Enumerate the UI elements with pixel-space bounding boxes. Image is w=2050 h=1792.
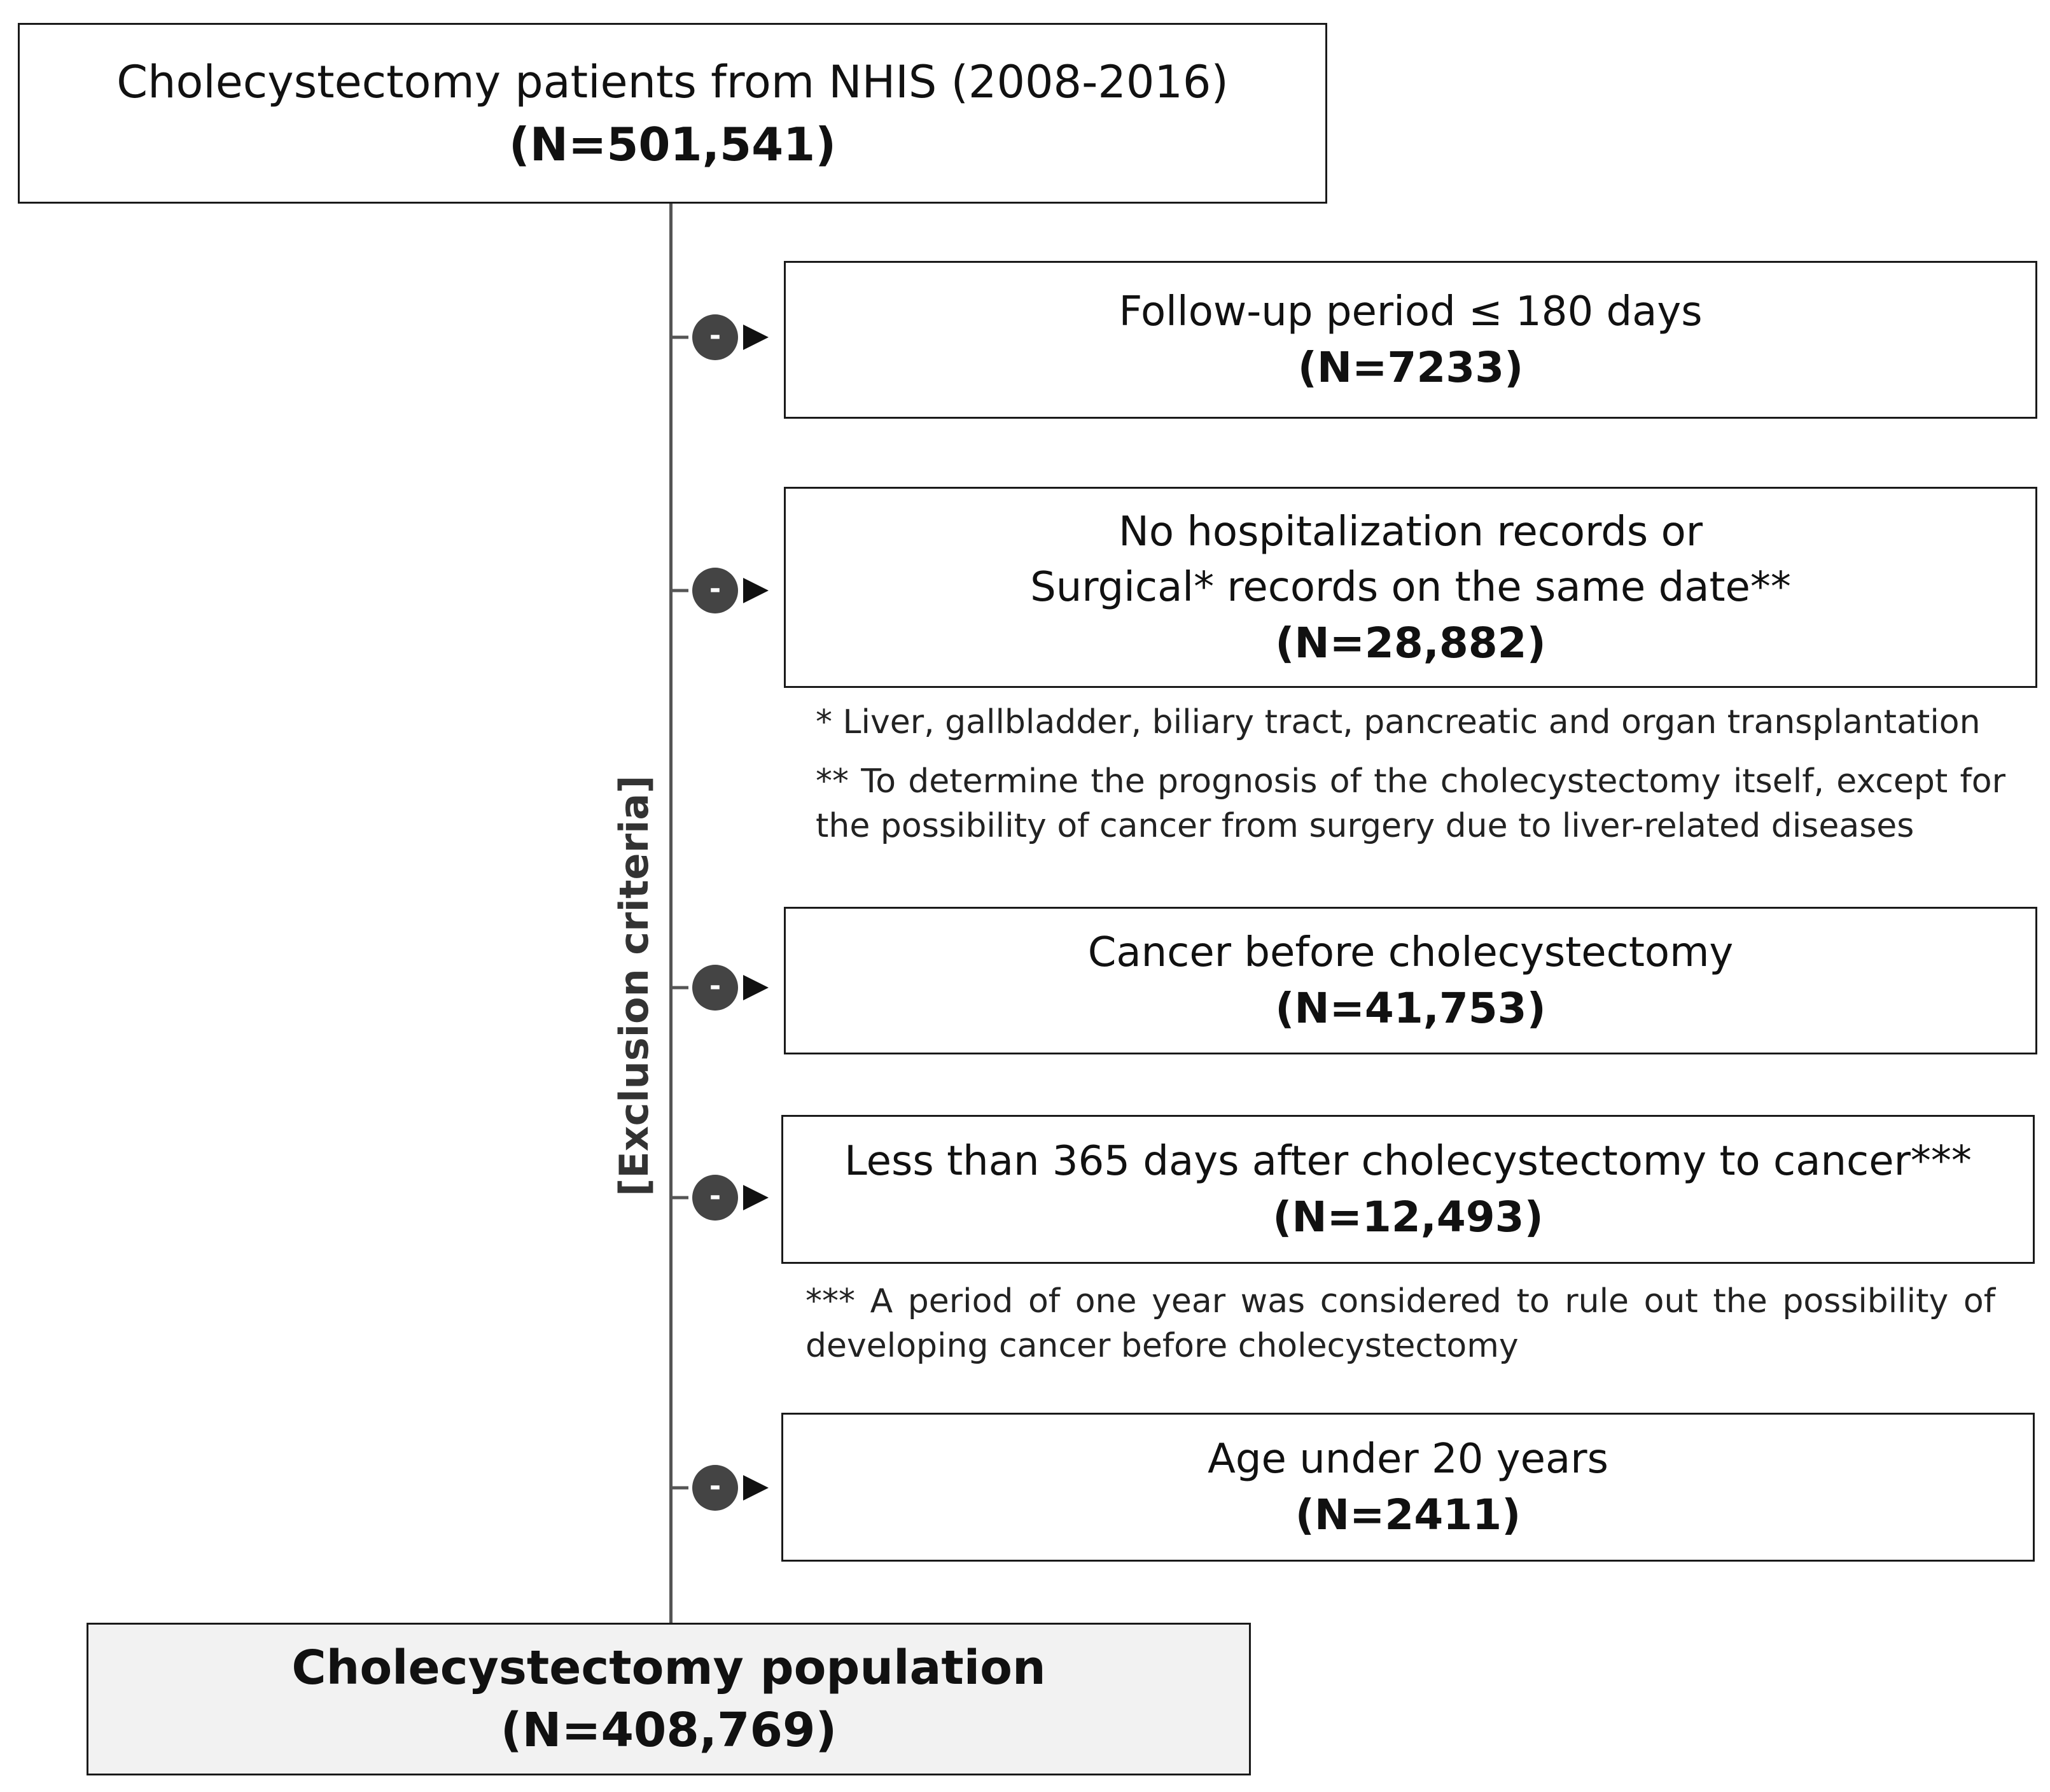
exclusion-count: (N=28,882): [1275, 618, 1546, 668]
final-count: (N=408,769): [500, 1703, 837, 1758]
minus-symbol: -: [709, 970, 721, 1002]
exclusion-box-365-days: Less than 365 days after cholecystectomy…: [781, 1115, 2035, 1264]
arrow-right-icon: [743, 975, 769, 1000]
exclusion-criteria-label: [Exclusion criteria]: [611, 775, 657, 1196]
exclusion-count: (N=41,753): [1275, 984, 1546, 1033]
exclusion-label: Age under 20 years: [1208, 1436, 1608, 1483]
arrow-right-icon: [743, 1185, 769, 1210]
minus-symbol: -: [709, 573, 721, 605]
exclusion-label: Follow-up period ≤ 180 days: [1119, 288, 1703, 335]
exclusion-box-followup: Follow-up period ≤ 180 days (N=7233): [784, 261, 2037, 419]
minus-icon: [692, 1175, 738, 1221]
exclusion-count: (N=2411): [1295, 1490, 1521, 1539]
exclusion-label: No hospitalization records or: [1118, 508, 1703, 556]
minus-icon: [692, 314, 738, 360]
source-count: (N=501,541): [508, 118, 837, 171]
exclusion-box-age: Age under 20 years (N=2411): [781, 1413, 2035, 1562]
exclusion-box-hospitalization: No hospitalization records or Surgical* …: [784, 487, 2037, 688]
footnote-surgical: * Liver, gallbladder, biliary tract, pan…: [816, 703, 1981, 741]
exclusion-label: Less than 365 days after cholecystectomy…: [844, 1138, 1972, 1185]
exclusion-connector-4: -: [669, 1175, 769, 1221]
minus-symbol: -: [709, 1180, 721, 1212]
minus-icon: [692, 568, 738, 613]
source-box: Cholecystectomy patients from NHIS (2008…: [18, 23, 1327, 204]
arrow-right-icon: [743, 578, 769, 603]
exclusion-connector-3: -: [669, 965, 769, 1011]
exclusion-count: (N=12,493): [1273, 1193, 1544, 1242]
minus-symbol: -: [709, 319, 721, 352]
arrow-right-icon: [743, 1475, 769, 1501]
final-title: Cholecystectomy population: [291, 1641, 1046, 1695]
source-title: Cholecystectomy patients from NHIS (2008…: [116, 56, 1229, 108]
exclusion-connector-2: -: [669, 568, 769, 613]
final-population-box: Cholecystectomy population (N=408,769): [87, 1623, 1251, 1775]
minus-icon: [692, 965, 738, 1011]
arrow-right-icon: [743, 325, 769, 350]
flow-trunk-line: [669, 204, 673, 1623]
minus-symbol: -: [709, 1470, 721, 1502]
exclusion-count: (N=7233): [1297, 343, 1524, 392]
footnote-one-year: *** A period of one year was considered …: [805, 1282, 1995, 1365]
exclusion-connector-5: -: [669, 1465, 769, 1511]
exclusion-label: Surgical* records on the same date**: [1030, 563, 1791, 611]
minus-icon: [692, 1465, 738, 1511]
footnote-same-date: ** To determine the prognosis of the cho…: [816, 762, 2005, 845]
exclusion-connector-1: -: [669, 314, 769, 360]
exclusion-label: Cancer before cholecystectomy: [1087, 929, 1734, 976]
exclusion-box-prior-cancer: Cancer before cholecystectomy (N=41,753): [784, 907, 2037, 1054]
